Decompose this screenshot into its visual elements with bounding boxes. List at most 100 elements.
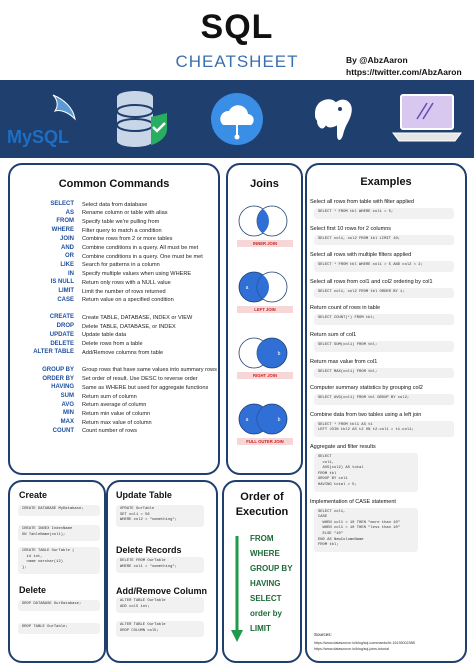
cloud-database-icon bbox=[190, 80, 284, 158]
command-keyword: AND bbox=[61, 244, 74, 251]
code-line: SELECT col1, bbox=[318, 509, 346, 514]
code-line: SELECT * FROM tbl1 AS t1 bbox=[318, 422, 373, 427]
venn-intersection bbox=[257, 404, 269, 434]
example-label: Return sum of col1 bbox=[310, 332, 357, 338]
author-byline: By @AbzAaron https://twitter.com/AbzAaro… bbox=[346, 54, 462, 78]
command-description: Group rows that have same values into su… bbox=[82, 367, 217, 374]
delete-heading: Delete bbox=[19, 585, 47, 595]
venn-label-b: b bbox=[278, 285, 281, 291]
command-description: Return average of column bbox=[82, 402, 147, 409]
code-line: ALTER TABLE OurTable bbox=[120, 623, 166, 627]
example-code: SELECT AVG(col1) FROM tbl GROUP BY col2; bbox=[314, 394, 454, 405]
example-code: SELECT SUM(col1) FROM tbl; bbox=[314, 341, 454, 352]
command-description: Create TABLE, DATABASE, INDEX or VIEW bbox=[82, 314, 193, 321]
command-description: Limit the number of rows returned bbox=[82, 288, 166, 295]
command-description: Delete TABLE, DATABASE, or INDEX bbox=[82, 323, 176, 330]
code-snippet: CREATE DATABASE MyDatabase; bbox=[18, 505, 100, 516]
command-description: Combine conditions in a query. All must … bbox=[82, 245, 199, 251]
page-title: SQL bbox=[200, 8, 274, 46]
mysql-logo-icon: MySQL bbox=[0, 80, 94, 158]
venn-label-b: b bbox=[278, 219, 281, 225]
code-line: GROUP BY col1 bbox=[318, 477, 348, 482]
code-line: name varchar(12) bbox=[22, 560, 64, 565]
command-description: Select data from database bbox=[82, 201, 148, 208]
command-description: Return min value of column bbox=[82, 410, 151, 417]
command-keyword: HAVING bbox=[51, 384, 74, 391]
code-line: END AS NewColumnName bbox=[318, 537, 364, 542]
source-link[interactable]: https://www.datasource.io/blog/sql-joins… bbox=[314, 647, 389, 651]
order-execution-panel: Order of Execution bbox=[222, 480, 302, 663]
venn-label-a: a bbox=[246, 285, 249, 291]
command-description: Specify multiple values when using WHERE bbox=[82, 271, 192, 278]
order-title-line1: Order of bbox=[240, 491, 284, 503]
command-keyword: DROP bbox=[56, 323, 74, 330]
command-description: Return sum of column bbox=[82, 393, 137, 400]
code-line: SELECT SUM(col1) FROM tbl; bbox=[318, 343, 378, 347]
command-keyword: AVG bbox=[61, 401, 74, 408]
command-description: Return max value of column bbox=[82, 419, 152, 426]
example-label: Aggregate and filter results bbox=[310, 444, 376, 450]
code-snippet: DROP DATABASE OurDatabase; bbox=[18, 600, 100, 611]
source-link[interactable]: https://www.datasource.io/blog/sql-comma… bbox=[314, 641, 415, 645]
sources-label: Sources: bbox=[314, 632, 332, 637]
join-caption: RIGHT JOIN bbox=[237, 372, 293, 379]
code-line: SELECT col1, col2 FROM tbl ORDER BY 1; bbox=[318, 289, 405, 294]
code-line: CREATE DATABASE MyDatabase; bbox=[22, 507, 84, 511]
code-line: CREATE TABLE OurTable ( bbox=[22, 549, 75, 553]
example-code: SELECT * FROM tbl WHERE col1 = 5; bbox=[314, 208, 454, 219]
command-description: Delete rows from a table bbox=[82, 341, 143, 347]
delete-records-heading: Delete Records bbox=[116, 545, 182, 555]
venn-label-a: a bbox=[246, 219, 249, 225]
icon-banner: MySQL bbox=[0, 80, 474, 158]
mysql-wordmark: MySQL bbox=[7, 127, 69, 147]
join-caption: INNER JOIN bbox=[237, 240, 293, 247]
command-keyword: UPDATE bbox=[49, 331, 74, 338]
command-description: Filter query to match a condition bbox=[82, 227, 162, 234]
command-keyword: ORDER BY bbox=[42, 375, 74, 382]
command-keyword: FROM bbox=[56, 218, 74, 225]
author-link[interactable]: https://twitter.com/AbzAaron bbox=[346, 67, 462, 77]
code-line: LEFT JOIN tbl2 AS t2 ON t2.col1 = t1.col… bbox=[318, 428, 414, 433]
code-line: ELSE "10" bbox=[318, 531, 344, 536]
command-keyword: SELECT bbox=[50, 201, 74, 207]
code-line: WHERE col2 = "something"; bbox=[120, 518, 177, 523]
example-label: Return count of rows in table bbox=[310, 305, 381, 312]
code-line: SELECT bbox=[318, 455, 332, 459]
command-keyword: IS NULL bbox=[50, 279, 74, 286]
code-line: SET col1 = 56 bbox=[120, 512, 150, 517]
code-line: SELECT * FROM tbl WHERE col1 = 5; bbox=[318, 210, 394, 214]
venn-label-b: b bbox=[278, 351, 281, 357]
example-label: Combine data from two tables using a lef… bbox=[310, 411, 422, 418]
code-line: CREATE INDEX IndexName bbox=[22, 527, 73, 531]
execution-step: order by bbox=[250, 609, 283, 618]
common-commands-title: Common Commands bbox=[58, 178, 170, 190]
command-keyword: GROUP BY bbox=[42, 366, 74, 373]
command-keyword: WHERE bbox=[51, 227, 74, 234]
venn-intersection bbox=[257, 338, 269, 368]
command-description: Search for patterns in a column bbox=[82, 262, 160, 269]
example-label: Select first 10 rows for 2 columns bbox=[310, 225, 392, 232]
execution-step: LIMIT bbox=[250, 624, 271, 633]
example-label: Select all rows from col1 and col2 order… bbox=[310, 278, 433, 285]
example-code: SELECT col1,CASE WHEN col1 > 10 THEN "mo… bbox=[314, 507, 418, 552]
execution-step: GROUP BY bbox=[250, 564, 293, 573]
example-code: SELECT col1, col2 FROM tbl ORDER BY 1; bbox=[314, 287, 454, 299]
code-line: ON TableName(col1); bbox=[22, 532, 66, 537]
command-keyword: COUNT bbox=[52, 427, 74, 434]
code-line: col1, bbox=[318, 460, 334, 465]
venn-label-a: a bbox=[246, 351, 249, 357]
code-line: DROP TABLE OurTable; bbox=[22, 625, 68, 629]
command-keyword: LIKE bbox=[60, 261, 74, 268]
create-heading: Create bbox=[19, 490, 48, 500]
database-shield-icon bbox=[95, 80, 189, 158]
command-description: Count number of rows bbox=[82, 428, 138, 435]
